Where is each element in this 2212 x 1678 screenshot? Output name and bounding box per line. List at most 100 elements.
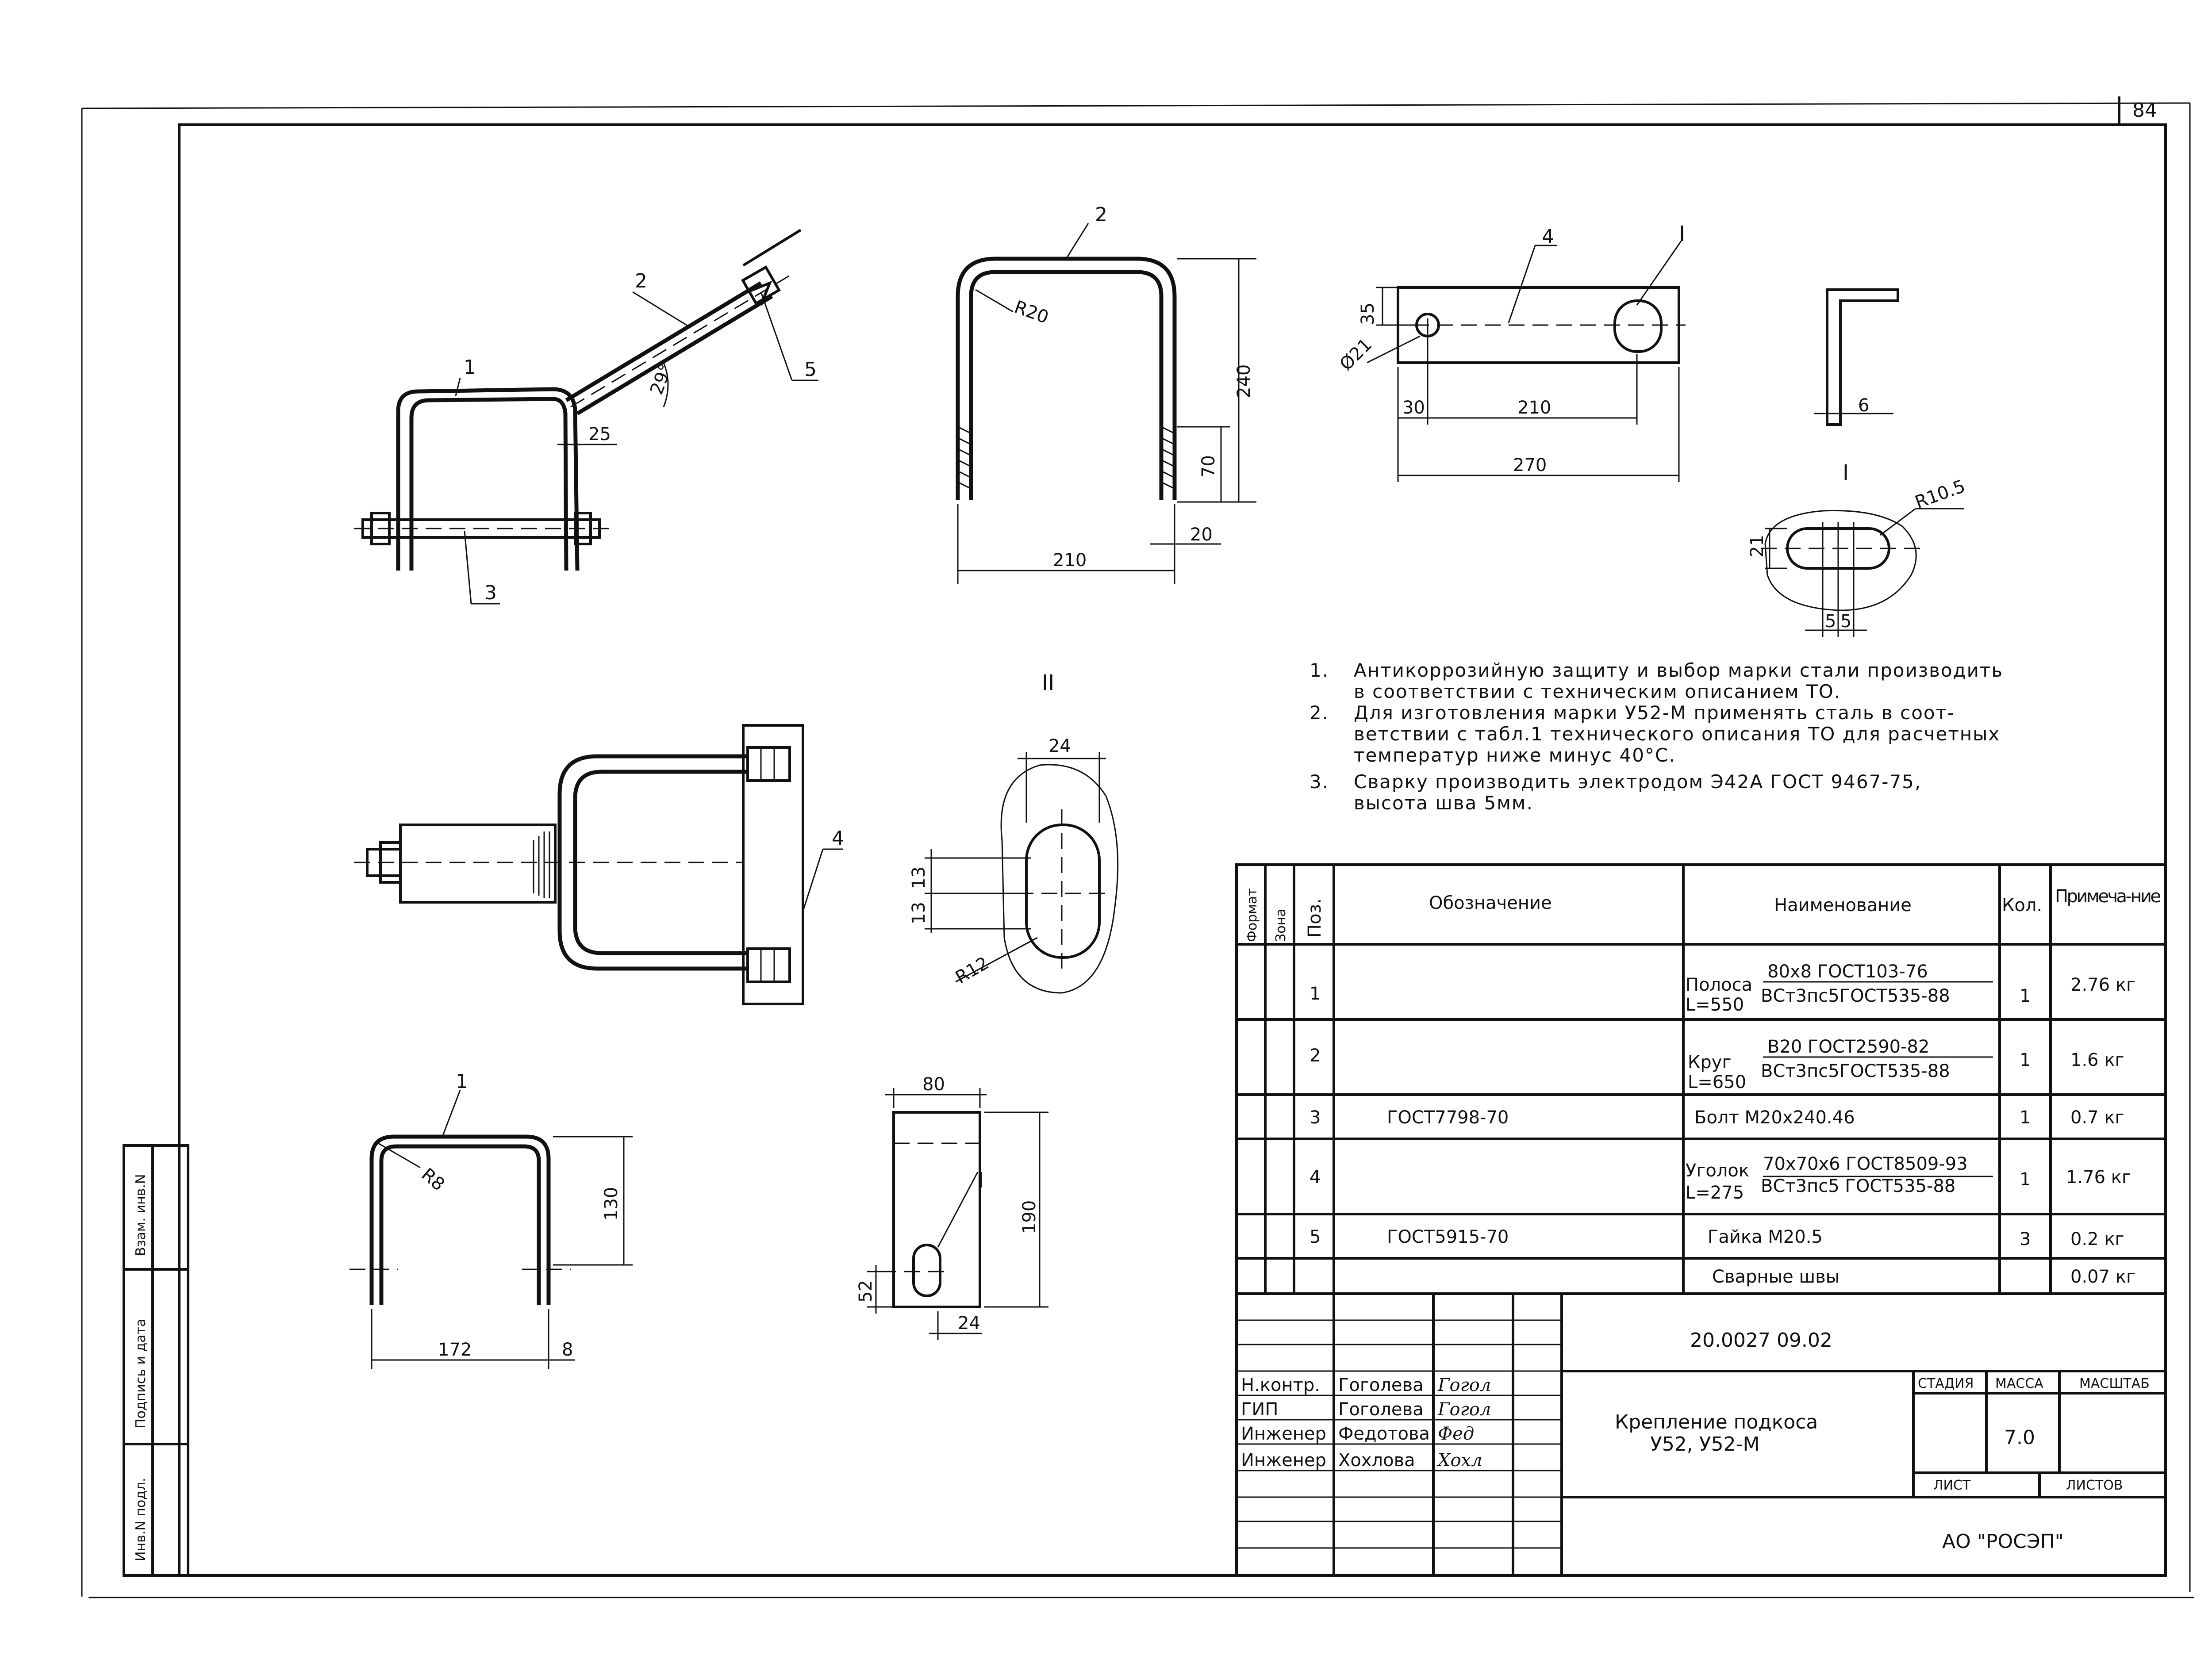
note-2-line-2: ветствии с табл.1 технического описания …: [1354, 723, 2000, 745]
row6-name: Сварные швы: [1712, 1267, 1839, 1287]
table-row: 2 Круг L=650 В20 ГОСТ2590-82 ВСт3пс5ГОСТ…: [1310, 1037, 2124, 1092]
mass-value: 7.0: [2004, 1426, 2035, 1449]
title-line-1: Крепление подкоса: [1615, 1411, 1818, 1433]
plate-mark-4: 4: [1542, 226, 1554, 248]
detail-II-view: II: [925, 670, 1119, 994]
table-row: Сварные швы 0.07 кг: [1712, 1267, 2135, 1287]
person-2-name: Гоголева: [1338, 1399, 1424, 1420]
row2-note: 1.6 кг: [2070, 1050, 2124, 1070]
side-stamp-vzam: Взам. инв.N: [133, 1174, 149, 1256]
row3-pos: 3: [1310, 1107, 1321, 1128]
row3-name: Болт М20х240.46: [1694, 1107, 1855, 1128]
ubolt-view: [956, 223, 1256, 584]
row1-qty: 1: [2020, 986, 2031, 1006]
spec-header-pos: Поз.: [1305, 898, 1325, 938]
row5-name: Гайка М20.5: [1708, 1227, 1823, 1247]
plate-dim-210: 210: [1517, 398, 1551, 418]
stub-dim-52: 52: [856, 1280, 876, 1303]
signatures: Н.контр. Гоголева Гогол ГИП Гоголева Гог…: [1241, 1375, 1491, 1471]
row2-qty: 1: [2020, 1050, 2031, 1070]
row5-designation: ГОСТ5915-70: [1387, 1227, 1509, 1247]
table-row: 5 ГОСТ5915-70 Гайка М20.5 3 0.2 кг: [1310, 1227, 2124, 1249]
row4-name-prefix: Уголок: [1686, 1161, 1749, 1181]
row1-name-len: L=550: [1686, 995, 1744, 1015]
iso-mark-1: 1: [464, 356, 476, 379]
row5-note: 0.2 кг: [2070, 1229, 2124, 1249]
title-block-grid: [1235, 1292, 2167, 1577]
detailII-radius: R12: [952, 953, 992, 988]
stub-plate-view: [867, 1088, 1048, 1340]
sheet-label: ЛИСТ: [1933, 1478, 1971, 1493]
spec-header-note: Примеча-ние: [2055, 886, 2161, 907]
person-1-name: Гоголева: [1338, 1375, 1424, 1395]
note-2-line-1: Для изготовления марки У52-М применять с…: [1354, 702, 1955, 724]
row4-note: 1.76 кг: [2066, 1167, 2131, 1188]
person-2-signature: Гогол: [1437, 1399, 1491, 1420]
spec-header-format: Формат: [1244, 888, 1260, 942]
mass-label: МАССА: [1995, 1376, 2043, 1391]
note-1-num: 1.: [1310, 659, 1329, 681]
bracket-radius: R8: [418, 1164, 449, 1195]
row1-note: 2.76 кг: [2070, 975, 2135, 995]
row4-qty: 1: [2020, 1169, 2031, 1190]
detailII-dim-24: 24: [1048, 736, 1071, 756]
side-stamp: [123, 1144, 189, 1577]
row3-designation: ГОСТ7798-70: [1387, 1107, 1509, 1128]
note-1-line-1: Антикоррозийную защиту и выбор марки ста…: [1354, 659, 2003, 681]
note-3-num: 3.: [1310, 771, 1329, 793]
company-name: АО "РОСЭП": [1942, 1530, 2064, 1553]
plan-mark-4: 4: [832, 827, 844, 850]
row3-qty: 1: [2020, 1107, 2031, 1128]
iso-angle-dim: 29°: [646, 361, 676, 397]
plate-detail-I-mark: I: [1679, 222, 1685, 246]
detail-II-title: II: [1042, 670, 1054, 695]
plan-view: [354, 724, 843, 1005]
row6-note: 0.07 кг: [2070, 1267, 2135, 1287]
row2-name-len: L=650: [1688, 1072, 1746, 1092]
bracket-view: [349, 1090, 633, 1369]
plate-dia: Ø21: [1336, 334, 1376, 375]
person-3-name: Федотова: [1338, 1424, 1430, 1444]
ubolt-width: 210: [1053, 550, 1087, 571]
plate-dim-30: 30: [1402, 398, 1425, 418]
side-stamp-inv: Инв.N подл.: [133, 1478, 149, 1561]
detailII-dim-13a: 13: [909, 866, 929, 889]
stub-detail-I-mark: I: [978, 1168, 984, 1193]
row1-pos: 1: [1310, 984, 1321, 1004]
detailI-dim-5b: 5: [1840, 611, 1851, 632]
person-1-signature: Гогол: [1437, 1375, 1491, 1395]
row4-pos: 4: [1310, 1167, 1321, 1188]
row1-name-top: 80х8 ГОСТ103-76: [1767, 962, 1928, 982]
bracket-height: 130: [601, 1187, 622, 1221]
detailI-dim-5a: 5: [1825, 611, 1836, 632]
scale-label: МАСШТАБ: [2079, 1376, 2150, 1391]
page-number: 84: [2132, 99, 2157, 122]
person-3-role: Инженер: [1241, 1424, 1326, 1444]
iso-dim-25: 25: [588, 424, 611, 444]
spec-header-zone: Зона: [1273, 908, 1289, 942]
row4-name-bottom: ВСт3пс5 ГОСТ535-88: [1761, 1176, 1955, 1196]
row1-name-prefix: Полоса: [1686, 975, 1752, 995]
doc-code: 20.0027 09.02: [1690, 1329, 1832, 1352]
title-line-2: У52, У52-М: [1650, 1433, 1759, 1456]
spec-header-designation: Обозначение: [1429, 893, 1552, 913]
note-3-line-2: высота шва 5мм.: [1354, 792, 1533, 814]
spec-header-name: Наименование: [1774, 895, 1912, 916]
row4-name-len: L=275: [1686, 1183, 1744, 1203]
plate-dim-270: 270: [1513, 455, 1547, 475]
row2-name-bottom: ВСт3пс5ГОСТ535-88: [1761, 1061, 1950, 1081]
angle-section: [1814, 288, 1899, 426]
ubolt-mark-2: 2: [1095, 203, 1107, 226]
ubolt-radius: R20: [1012, 297, 1052, 328]
row4-name-top: 70х70х6 ГОСТ8509-93: [1763, 1154, 1968, 1174]
note-3-line-1: Сварку производить электродом Э42А ГОСТ …: [1354, 771, 1921, 793]
row1-name-bottom: ВСт3пс5ГОСТ535-88: [1761, 986, 1950, 1006]
side-stamp-podpis: Подпись и дата: [133, 1319, 149, 1429]
table-row: 3 ГОСТ7798-70 Болт М20х240.46 1 0.7 кг: [1310, 1107, 2124, 1128]
iso-mark-5: 5: [804, 358, 817, 381]
angle-dim-6: 6: [1858, 395, 1869, 416]
person-2-role: ГИП: [1241, 1399, 1278, 1420]
plate-view: [1367, 241, 1686, 482]
sheets-label: ЛИСТОВ: [2066, 1478, 2123, 1493]
ubolt-height: 240: [1234, 364, 1254, 398]
